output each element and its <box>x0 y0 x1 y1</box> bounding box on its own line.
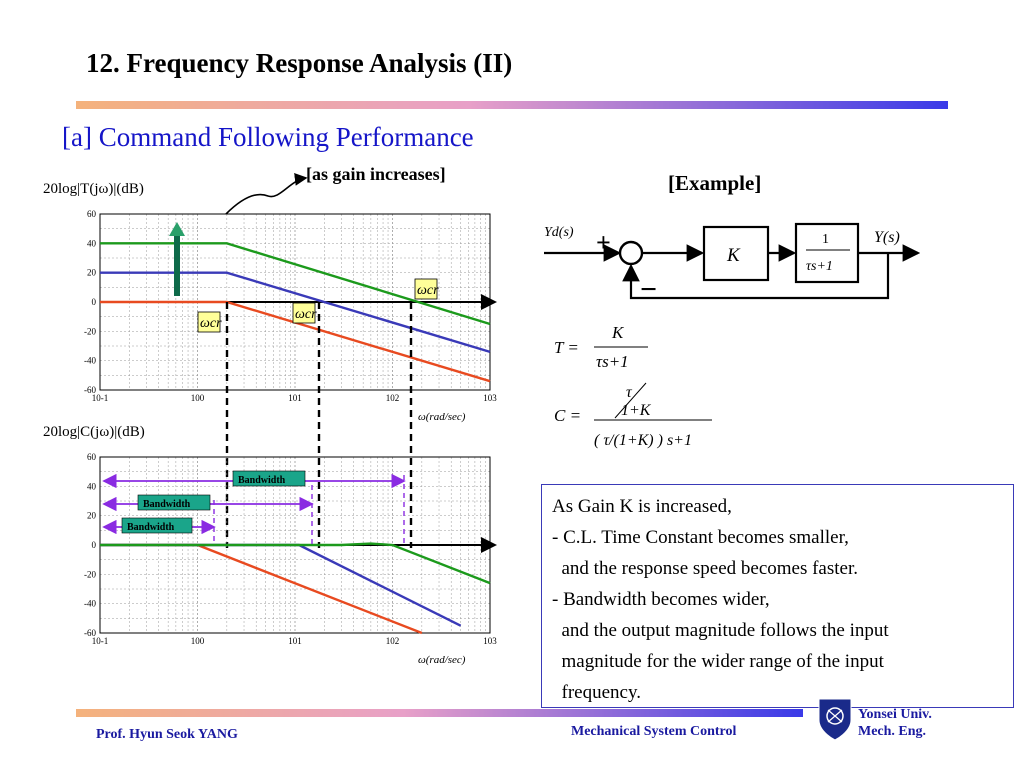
y-tick-label: 40 <box>87 238 97 248</box>
series-line <box>100 242 491 326</box>
summing-junction <box>618 240 644 266</box>
minus-sign: − <box>640 273 657 306</box>
footer-divider <box>76 709 803 717</box>
x-tick-label: 103 <box>483 393 497 403</box>
x-tick-label: 102 <box>386 636 400 646</box>
top-y-ticks: 60 40 20 0 -20 -40 -60 <box>84 209 97 395</box>
y-tick-label: -60 <box>84 628 96 638</box>
slide-title: 12. Frequency Response Analysis (II) <box>86 48 513 78</box>
equation-T: T = K τs+1 <box>554 323 648 371</box>
svg-text:Bandwidth: Bandwidth <box>238 475 286 486</box>
top-x-ticks: 10-1 100 101 102 103 <box>92 393 498 403</box>
svg-text:T =: T = <box>554 338 579 357</box>
top-plot-ylabel: 20log|T(jω)|(dB) <box>43 181 144 197</box>
plus-sign: + <box>596 228 611 257</box>
block-diagram: Yd(s) + − K 1 τs+1 Y(s) <box>544 222 921 306</box>
top-plot-xlabel: ω(rad/sec) <box>418 411 466 423</box>
note-line: and the response speed becomes faster. <box>552 558 859 579</box>
plant-denominator: τs+1 <box>806 259 833 274</box>
svg-text:τ: τ <box>626 384 633 401</box>
svg-text:ωcr: ωcr <box>417 283 439 298</box>
gain-note-arrow <box>225 173 308 215</box>
plant-numerator: 1 <box>822 232 829 247</box>
gain-increase-arrow-head <box>169 222 185 236</box>
y-tick-label: 20 <box>87 511 97 521</box>
svg-text:C =: C = <box>554 406 581 425</box>
bottom-x-ticks: 10-1 100 101 102 103 <box>92 636 498 646</box>
svg-text:ωcr: ωcr <box>200 316 222 331</box>
y-tick-label: -20 <box>84 326 96 336</box>
equation-C: C = τ 1+K ( τ/(1+K) ) s+1 <box>554 382 712 449</box>
y-tick-label: -40 <box>84 599 96 609</box>
gain-note: [as gain increases] <box>306 164 446 184</box>
bottom-plot-series <box>100 542 491 635</box>
feedback-path <box>622 253 890 300</box>
note-line: - C.L. Time Constant becomes smaller, <box>552 527 849 548</box>
bottom-plot-xlabel: ω(rad/sec) <box>418 654 466 666</box>
svg-text:( τ/(1+K) ) s+1: ( τ/(1+K) ) s+1 <box>594 432 692 449</box>
series-line <box>100 542 491 585</box>
omega-cr-label-1: ωcr <box>197 311 222 333</box>
x-tick-label: 101 <box>288 636 302 646</box>
gain-effect-note: As Gain K is increased, - C.L. Time Cons… <box>541 484 1014 708</box>
bandwidth-arrow-2: Bandwidth <box>102 485 314 545</box>
note-line: and the output magnitude follows the inp… <box>552 620 889 641</box>
bandwidth-arrow-3: Bandwidth <box>102 470 406 545</box>
input-label: Yd(s) <box>544 225 574 240</box>
x-tick-label: 10-1 <box>92 393 109 403</box>
series-line <box>100 543 462 627</box>
slide-subtitle: [a] Command Following Performance <box>62 122 474 152</box>
footer-author: Prof. Hyun Seok YANG <box>96 727 238 742</box>
footer-course: Mechanical System Control <box>571 724 737 739</box>
y-tick-label: 60 <box>87 452 97 462</box>
svg-text:K: K <box>611 323 625 342</box>
bottom-y-ticks: 60 40 20 0 -20 -40 -60 <box>84 452 97 638</box>
note-line: frequency. <box>552 682 641 703</box>
omega-cr-label-3: ωcr <box>414 278 439 300</box>
y-tick-label: 20 <box>87 268 97 278</box>
y-tick-label: -20 <box>84 569 96 579</box>
svg-text:ωcr: ωcr <box>295 307 317 322</box>
footer-department: Mech. Eng. <box>858 724 927 739</box>
svg-text:τs+1: τs+1 <box>596 352 629 371</box>
footer-institution: Yonsei Univ. Mech. Eng. <box>858 706 932 740</box>
gain-block-label: K <box>726 245 741 266</box>
note-line: - Bandwidth becomes wider, <box>552 589 770 610</box>
university-shield-icon <box>818 698 852 741</box>
note-line: As Gain K is increased, <box>552 496 732 517</box>
x-tick-label: 100 <box>191 393 205 403</box>
output-label: Y(s) <box>874 229 900 246</box>
svg-text:1+K: 1+K <box>621 402 652 419</box>
bottom-plot-ylabel: 20log|C(jω)|(dB) <box>43 424 145 440</box>
series-line <box>100 271 491 354</box>
title-divider <box>76 101 948 109</box>
note-line: magnitude for the wider range of the inp… <box>552 651 884 672</box>
omega-cr-label-2: ωcr <box>292 302 317 324</box>
y-tick-label: 40 <box>87 481 97 491</box>
y-tick-label: 0 <box>92 540 97 550</box>
x-tick-label: 103 <box>483 636 497 646</box>
y-tick-label: -60 <box>84 385 96 395</box>
x-tick-label: 100 <box>191 636 205 646</box>
example-label: [Example] <box>668 171 761 195</box>
y-tick-label: -40 <box>84 356 96 366</box>
svg-text:Bandwidth: Bandwidth <box>127 522 175 533</box>
y-tick-label: 60 <box>87 209 97 219</box>
x-tick-label: 102 <box>386 393 400 403</box>
svg-text:Bandwidth: Bandwidth <box>143 499 191 510</box>
footer-university: Yonsei Univ. <box>858 707 932 722</box>
y-tick-label: 0 <box>92 297 97 307</box>
x-tick-label: 10-1 <box>92 636 109 646</box>
bandwidth-arrow-1: Bandwidth <box>102 500 216 545</box>
x-tick-label: 101 <box>288 393 302 403</box>
